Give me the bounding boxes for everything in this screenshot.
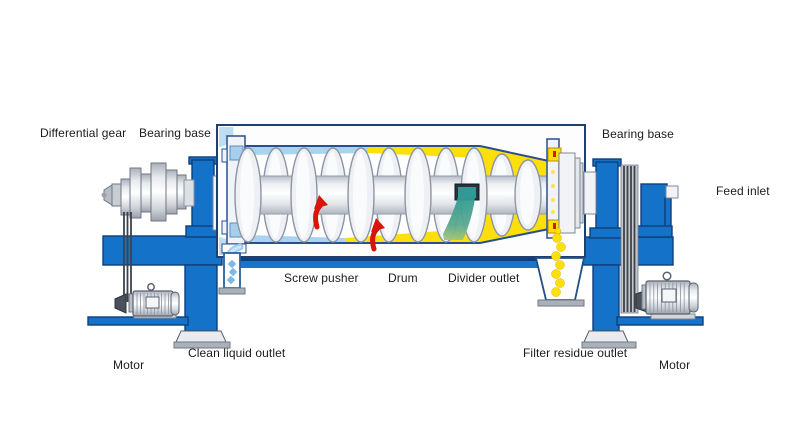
label-motor-left: Motor bbox=[113, 358, 145, 372]
motor-left-pulley bbox=[114, 293, 127, 314]
rotation-arrows bbox=[313, 195, 385, 252]
motor-right-part bbox=[635, 271, 699, 320]
belt-left bbox=[123, 212, 132, 302]
label-motor-right: Motor bbox=[659, 358, 691, 372]
lifting-eye-icon bbox=[147, 283, 155, 291]
bearing-base-right-part bbox=[589, 158, 625, 239]
residue-blob bbox=[555, 278, 565, 288]
drum-end-flange bbox=[546, 138, 562, 239]
divider-stream bbox=[443, 197, 475, 240]
feed-inlet-pipe bbox=[665, 185, 679, 199]
residue-blob bbox=[551, 287, 561, 297]
end-cap bbox=[111, 183, 122, 207]
differential-gear-part bbox=[101, 162, 195, 222]
motor-left-part bbox=[114, 283, 180, 319]
residue-blob bbox=[555, 260, 565, 270]
left-shaft-stub bbox=[183, 179, 195, 207]
water-wash-top-left bbox=[219, 127, 234, 147]
water-droplet bbox=[227, 259, 237, 269]
left-column bbox=[184, 264, 218, 332]
divider-outlet-part bbox=[443, 183, 480, 240]
screw-pusher-part bbox=[234, 147, 554, 243]
right-column bbox=[592, 264, 620, 332]
left-foot-plate bbox=[173, 341, 231, 349]
feed-inlet-support bbox=[635, 183, 673, 238]
label-filter-residue-outlet: Filter residue outlet bbox=[523, 346, 628, 360]
drive-pulley bbox=[120, 178, 131, 216]
right-column-foot bbox=[583, 330, 629, 343]
residue-blob bbox=[551, 269, 561, 279]
right-foot-plate bbox=[581, 341, 637, 349]
label-differential-gear: Differential gear bbox=[40, 126, 127, 140]
machine-frame bbox=[87, 156, 704, 349]
label-feed-inlet: Feed inlet bbox=[716, 184, 770, 198]
label-divider-outlet: Divider outlet bbox=[448, 271, 520, 285]
base-rail-top-edge bbox=[240, 257, 583, 261]
filter-residue-outlet-part bbox=[534, 227, 586, 307]
label-clean-liquid-outlet: Clean liquid outlet bbox=[188, 346, 286, 360]
lifting-eye-icon bbox=[662, 271, 672, 281]
residue-blob bbox=[552, 233, 562, 243]
clean-liquid-outlet-part bbox=[218, 243, 247, 295]
left-beam bbox=[102, 235, 223, 266]
residue-blob bbox=[554, 227, 562, 235]
left-column-foot bbox=[175, 330, 227, 343]
end-cap-nub bbox=[101, 192, 107, 198]
residue-blob bbox=[551, 251, 561, 261]
label-drum: Drum bbox=[388, 271, 418, 285]
end-housing bbox=[558, 152, 597, 234]
base-rail bbox=[240, 261, 583, 268]
water-droplet bbox=[226, 275, 236, 285]
label-screw-pusher: Screw pusher bbox=[284, 271, 359, 285]
water-droplet bbox=[228, 267, 238, 277]
label-bearing-base-left: Bearing base bbox=[139, 126, 211, 140]
right-flange bbox=[583, 171, 597, 215]
label-bearing-base-right: Bearing base bbox=[602, 127, 674, 141]
residue-blob bbox=[556, 242, 566, 252]
belt-right bbox=[620, 164, 639, 314]
